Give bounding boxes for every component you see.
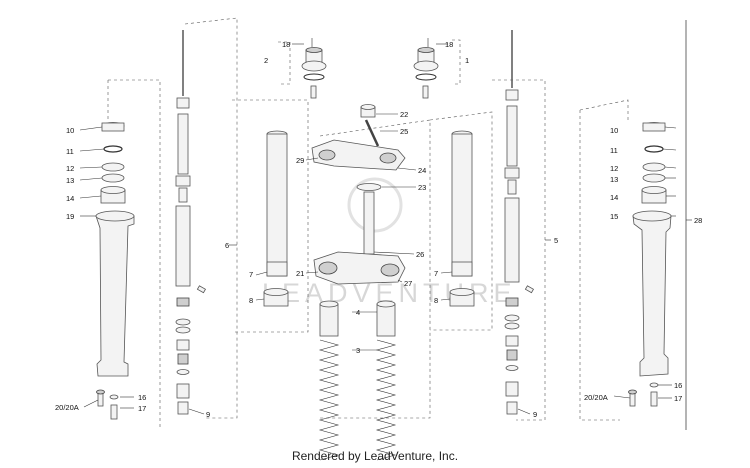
top-caps-group: [278, 38, 461, 99]
callout-19-left: 19: [66, 212, 74, 221]
callout-14-right: 14: [610, 193, 618, 202]
right-fork-leg-group: [579, 20, 692, 430]
callout-18-right: 18: [445, 40, 453, 49]
left-fork-leg-group: [79, 79, 161, 430]
callout-2: 2: [264, 56, 268, 65]
callout-22: 22: [400, 110, 408, 119]
callout-23: 23: [418, 183, 426, 192]
spring-left: [318, 339, 340, 461]
watermark: LEADVENTURE: [262, 177, 512, 308]
footer-credit: Rendered by LeadVenture, Inc.: [291, 449, 459, 463]
callout-9-right: 9: [533, 410, 537, 419]
callout-15-right: 15: [610, 212, 618, 221]
callout-8-left: 8: [249, 296, 253, 305]
callout-9-left: 9: [206, 410, 210, 419]
callout-14-left: 14: [66, 194, 74, 203]
callout-7-left: 7: [249, 270, 253, 279]
callout-16-right: 16: [674, 381, 682, 390]
callout-labels: 10 11 12 13 14 19 20/20A 16 17 6 9 18 2 …: [55, 40, 702, 419]
callout-11-right: 11: [610, 146, 618, 155]
callout-10-left: 10: [66, 126, 74, 135]
callout-25: 25: [400, 127, 408, 136]
callout-13-right: 13: [610, 175, 618, 184]
callout-28: 28: [694, 216, 702, 225]
callout-20-20a-right: 20/20A: [584, 393, 608, 402]
callout-8-right: 8: [434, 296, 438, 305]
callout-6: 6: [225, 241, 229, 250]
callout-5: 5: [554, 236, 558, 245]
left-fork-tube-group: [232, 99, 309, 333]
left-damper-group: [175, 17, 238, 419]
callout-12-right: 12: [610, 164, 618, 173]
callout-12-left: 12: [66, 164, 74, 173]
callout-10-right: 10: [610, 126, 618, 135]
callout-7-right: 7: [434, 269, 438, 278]
callout-1: 1: [465, 56, 469, 65]
callout-18-left: 18: [282, 40, 290, 49]
callout-16-left: 16: [138, 393, 146, 402]
callout-26: 26: [416, 250, 424, 259]
spring-right: [375, 339, 397, 461]
callout-3: 3: [356, 346, 360, 355]
right-damper-group: [492, 30, 551, 421]
right-fork-tube-group: [429, 111, 493, 331]
callout-24: 24: [418, 166, 426, 175]
callout-4: 4: [356, 308, 360, 317]
callout-20-20a-left: 20/20A: [55, 403, 79, 412]
callout-29: 29: [296, 156, 304, 165]
callout-17-right: 17: [674, 394, 682, 403]
callout-27: 27: [404, 279, 412, 288]
callout-13-left: 13: [66, 176, 74, 185]
callout-21: 21: [296, 269, 304, 278]
triple-clamps-group: [305, 104, 431, 461]
callout-11-left: 11: [66, 147, 74, 156]
callout-17-left: 17: [138, 404, 146, 413]
